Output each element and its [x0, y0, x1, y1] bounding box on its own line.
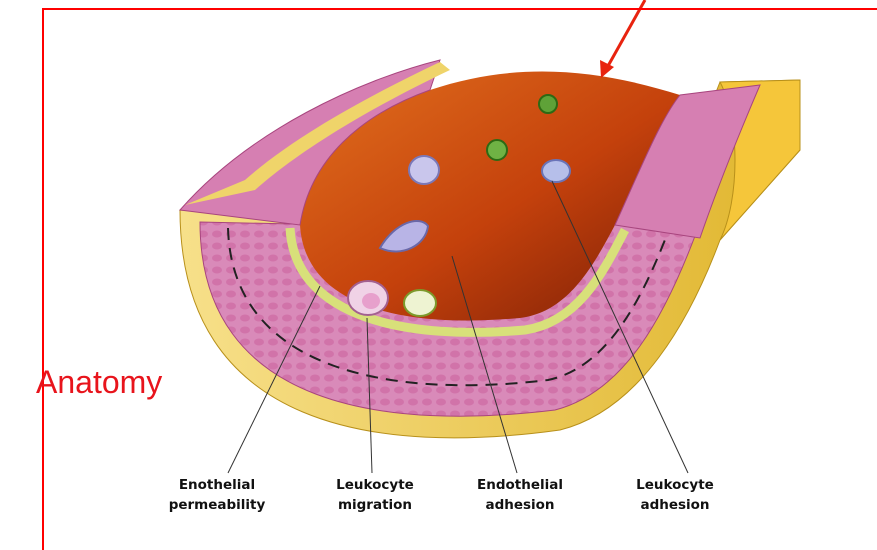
anatomy-title: Anatomy	[36, 366, 162, 398]
label-leukocyte-migration: Leukocyte migration	[310, 475, 440, 515]
label-leukocyte-adhesion: Leukocyte adhesion	[610, 475, 740, 515]
pointer-arrow-head	[600, 60, 614, 78]
label-enothelial-permeability: Enothelial permeability	[152, 475, 282, 515]
label-endothelial-adhesion: Endothelial adhesion	[455, 475, 585, 515]
slide-frame-left	[42, 8, 44, 550]
slide-frame-top	[42, 8, 877, 10]
